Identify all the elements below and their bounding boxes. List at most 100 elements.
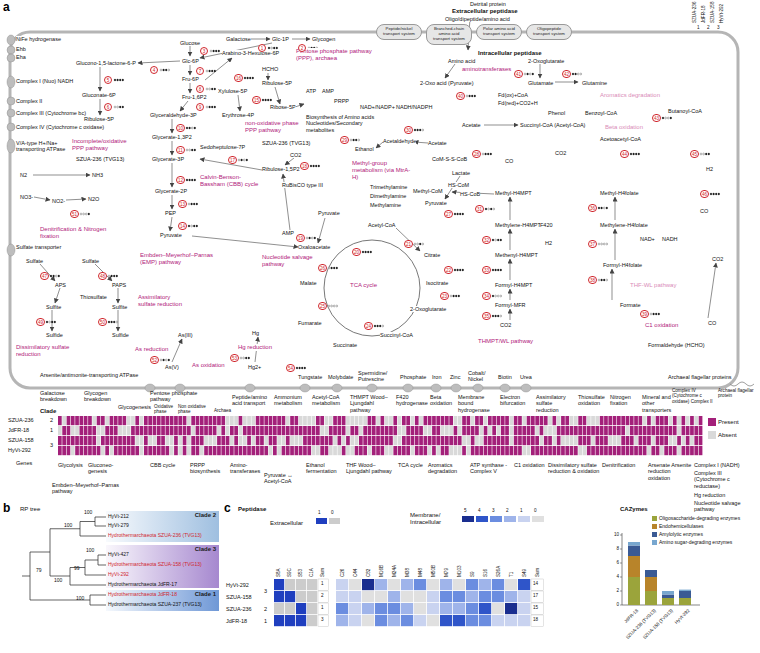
tree-branch [85,575,106,576]
heatmap-cell [406,426,410,435]
heatmap-cell [217,416,221,425]
peptidase-cell [518,591,530,602]
heatmap-cell [428,436,432,445]
presence-dot [163,69,165,71]
heatmap-cell [553,426,557,435]
pathway-arrow [192,236,298,247]
presence-dot [211,88,213,90]
presence-dot [471,95,473,97]
heatmap-cell [492,446,496,455]
heatmap-cell [105,436,109,445]
heatmap-cell [355,446,359,455]
heatmap-cell [230,446,234,455]
presence-dot [603,207,605,209]
heatmap-cell [436,446,440,455]
text-label: Ribulose-5P [84,116,114,122]
heatmap-cell [123,436,127,445]
heatmap-cell [634,426,638,435]
cazyme-bar [628,542,640,546]
peptidase-cell [285,603,295,614]
text-label: CO [708,320,716,326]
heatmap-cell [144,436,148,445]
heatmap-cell [166,446,170,455]
presence-dot [218,50,220,52]
presence-dot [362,251,364,253]
peptidase-cell [453,615,465,626]
text-label: Archaea [214,408,231,413]
pathway-arrow [396,228,420,251]
pathway-label: Aromatics degradation [600,92,660,99]
text-label: Hydrothermarchaeota SZUA-158 (TVG13) [108,562,202,568]
presence-dot [606,243,608,245]
presence-dot [211,70,213,72]
heatmap-cell [346,426,350,435]
heatmap-cell [557,416,561,425]
text-label: Ethanol fermentation [306,462,342,475]
text-label: HyVt-279 [108,523,129,529]
callout-number: 35 [482,312,491,320]
pathway-arrow [172,163,173,187]
heatmap-cell [535,416,539,425]
heatmap-cell [282,426,286,435]
text-label: Oligo/dipeptide/amino acid [445,16,510,22]
heatmap-cell [660,436,664,445]
tree-branch [95,526,106,527]
text-label: 1 [697,25,700,30]
pathway-arrow [190,65,191,75]
text-label: Aromatics degradation [428,462,468,475]
text-label: 3 [50,442,53,448]
text-label: H2 [706,166,713,172]
heatmap-cell [458,446,462,455]
heatmap-cell [140,436,144,445]
panel-letter: b [3,502,10,516]
rp-tree [22,517,106,605]
pathway-label: Incomplete/oxidative PPP pathway [72,138,127,152]
scale-swatch [316,518,327,524]
heatmap-cell [415,436,419,445]
membrane-complexes [7,35,531,392]
heatmap-cell [527,426,531,435]
presence-dot [459,269,461,271]
heatmap-cell [273,446,277,455]
heatmap-cell [161,426,165,435]
callout-number: 39 [640,310,649,318]
heatmap-cell [428,426,432,435]
callout-number: 17 [228,156,237,164]
text-label: Glutamine [582,80,607,86]
tick [620,549,622,550]
text-label: Denitrification [602,462,635,468]
heatmap-cell [406,446,410,455]
heatmap-cell [209,416,213,425]
heatmap-cell [131,436,135,445]
presence-dot [497,315,499,317]
text-label: V/A-type H+/Na+ transporting ATPase [16,140,76,153]
heatmap-cell [669,426,673,435]
text-label: Archaeal flagellar proteins [668,374,732,380]
flagellum [730,382,754,386]
presence-dot [80,213,82,215]
heatmap-cell [411,446,415,455]
presence-dot [54,321,56,323]
heatmap-cell [574,426,578,435]
heatmap-cell [269,426,273,435]
text-label: Pyruvate [160,232,182,238]
heatmap-cell [458,436,462,445]
text-label: Oxidative phase [154,404,176,415]
heatmap-cell [92,426,96,435]
text-label: Pyruvate [425,200,447,206]
heatmap-cell [174,426,178,435]
presence-dot [111,275,113,277]
heatmap-cell [630,426,634,435]
presence-dot [310,165,312,167]
heatmap-cell [234,436,238,445]
heatmap-cell [338,436,342,445]
heatmap-cell [84,436,88,445]
heatmap-cell [557,426,561,435]
scale-swatch [329,518,340,524]
heatmap-cell [699,426,703,435]
heatmap-cell [419,426,423,435]
presence-dot [49,321,51,323]
peptidase-cell [492,603,504,614]
text-label: Gluconeo-genesis [88,462,118,475]
heatmap-cell [226,446,230,455]
